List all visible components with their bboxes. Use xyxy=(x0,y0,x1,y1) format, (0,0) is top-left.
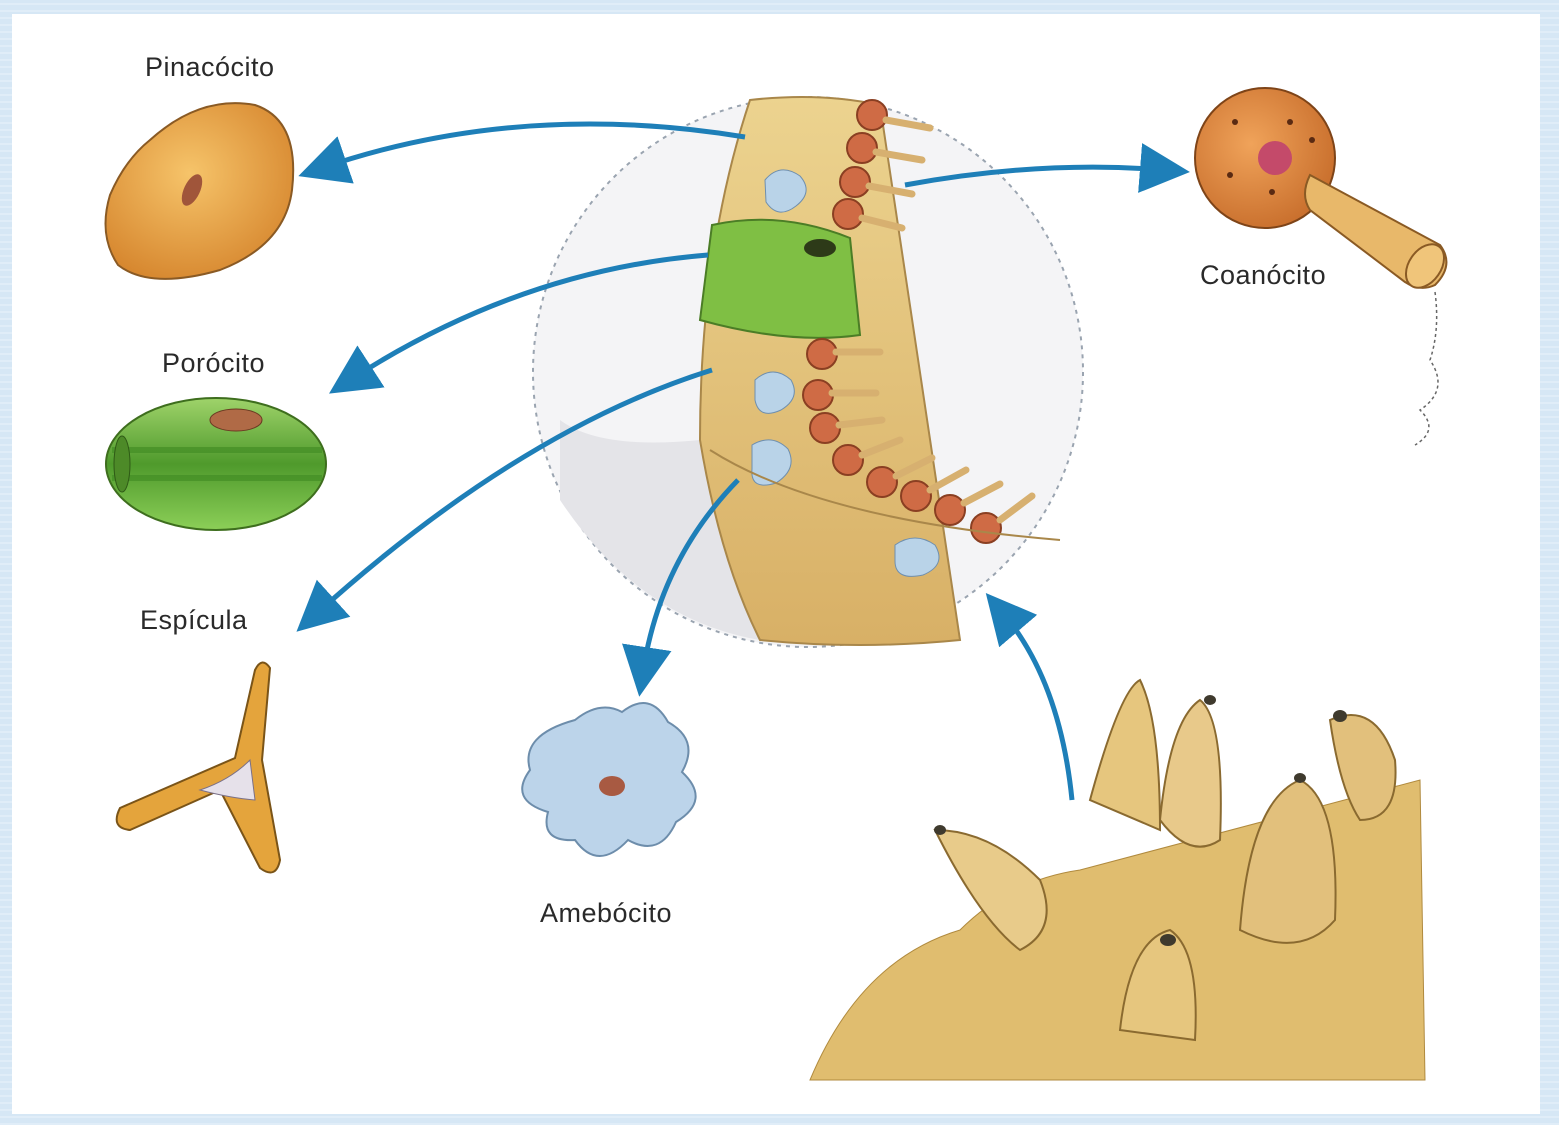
label-choanocyte: Coanócito xyxy=(1200,260,1326,291)
label-pinacocyte: Pinacócito xyxy=(145,52,275,83)
pinacocyte-illustration xyxy=(106,103,294,279)
arrow-from-sponge xyxy=(1002,612,1072,800)
label-porocyte: Porócito xyxy=(162,348,265,379)
sponge-colony-illustration xyxy=(810,680,1425,1080)
amoebocyte-illustration xyxy=(522,703,695,856)
label-spicule: Espícula xyxy=(140,605,248,636)
spicule-illustration xyxy=(117,662,280,872)
porocyte-illustration xyxy=(106,398,326,530)
label-amoebocyte: Amebócito xyxy=(540,898,672,929)
magnified-wall-section xyxy=(533,97,1083,647)
